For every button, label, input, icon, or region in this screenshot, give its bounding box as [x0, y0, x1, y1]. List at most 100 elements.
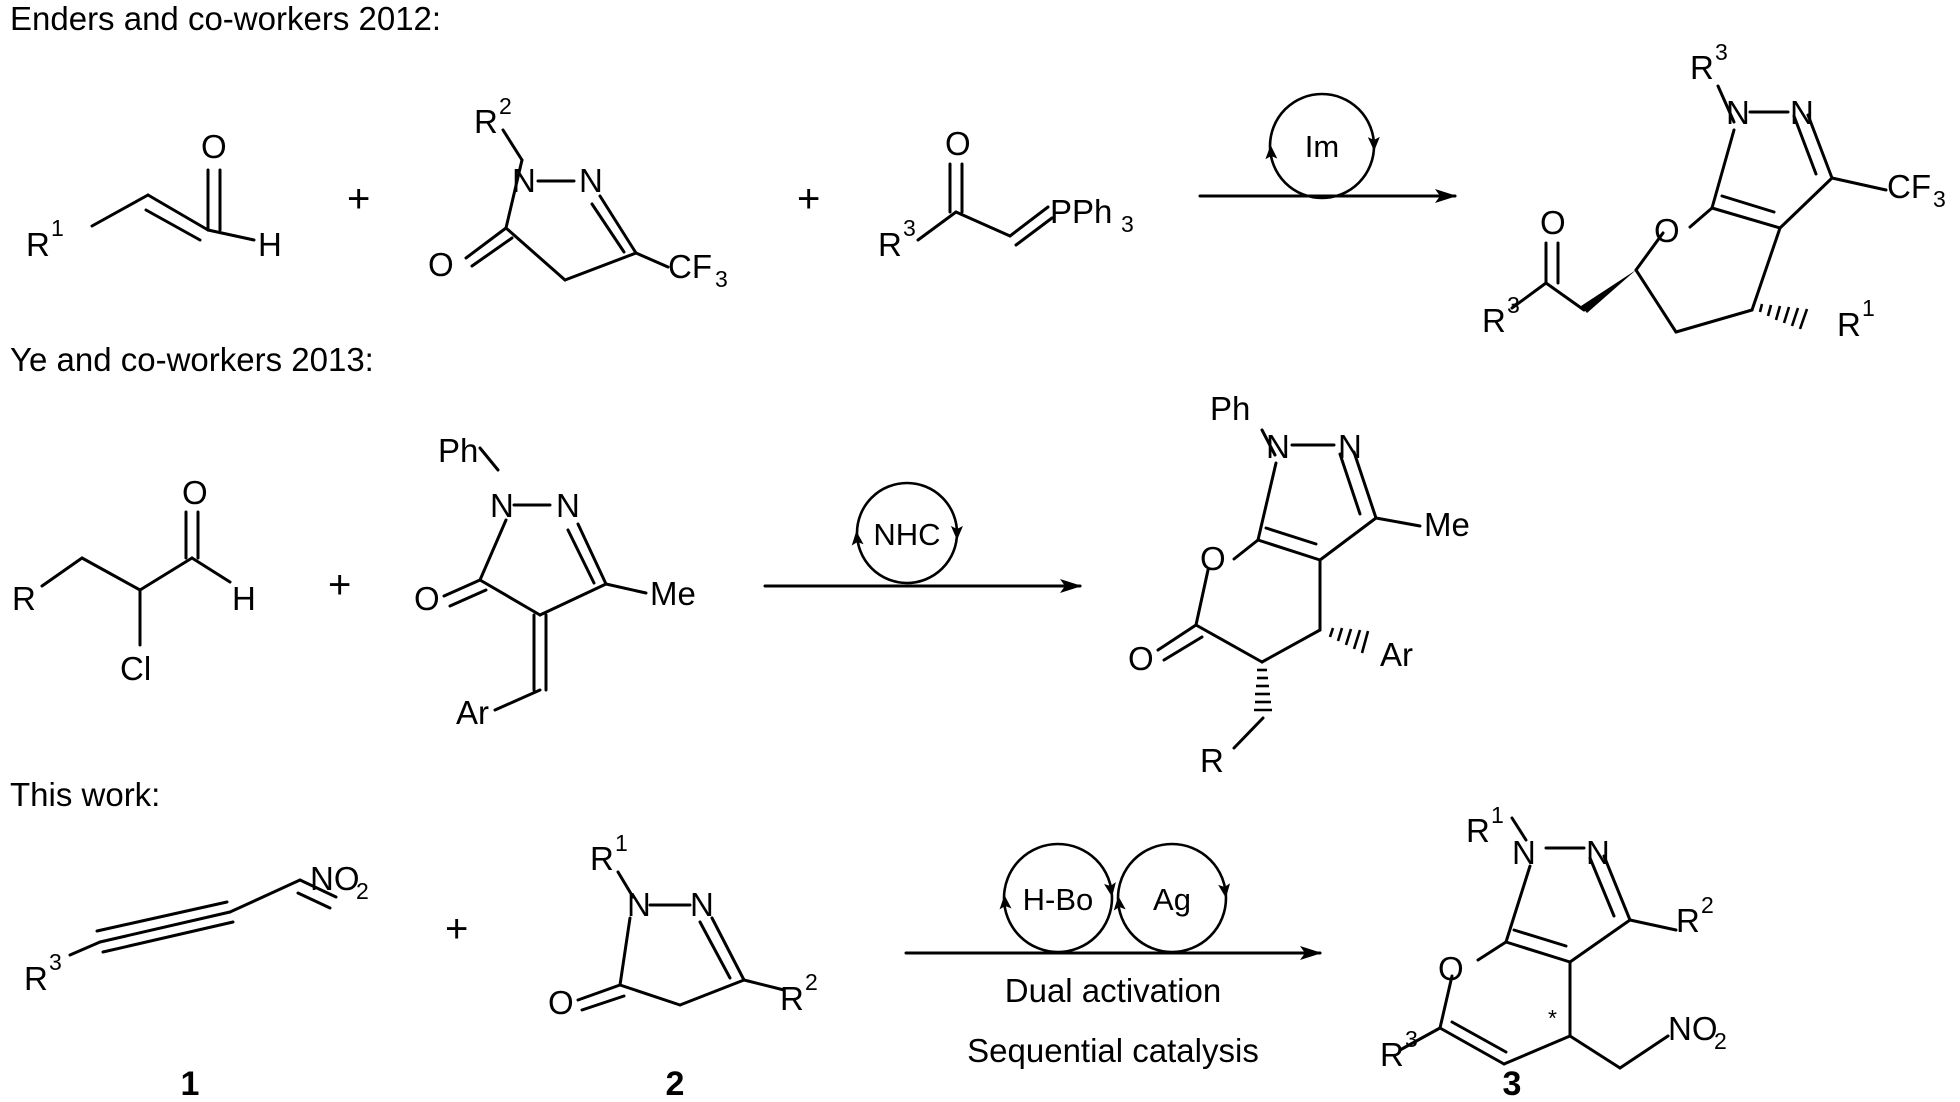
subscript: 2 [356, 878, 369, 904]
atom-o: O [182, 474, 208, 511]
superscript: 3 [903, 215, 916, 241]
superscript: 1 [615, 830, 628, 856]
atom-cf: CF [1887, 168, 1931, 205]
superscript: 3 [1405, 1026, 1418, 1052]
subscript: 3 [715, 266, 728, 292]
atom-r: R [1380, 1036, 1404, 1073]
enders-pyrazolone: R 2 N N O CF 3 [428, 93, 728, 292]
atom-r: R [474, 103, 498, 140]
superscript: 2 [499, 93, 512, 119]
atom-r: R [1200, 742, 1224, 779]
catalyst-cycle-hbo: H-Bo [999, 842, 1116, 954]
atom-o: O [414, 580, 440, 617]
compound-number-3: 3 [1503, 1065, 1522, 1102]
compound-number-1: 1 [181, 1065, 200, 1102]
atom-r: R [1837, 306, 1861, 343]
atom-ar: Ar [1380, 636, 1413, 673]
superscript: 1 [1862, 295, 1875, 321]
ye-product: Ph N N O Me Ar O R [1128, 390, 1470, 779]
atom-cl: Cl [120, 650, 151, 687]
subscript: 2 [1714, 1028, 1727, 1054]
catalyst-label: Ag [1153, 882, 1191, 917]
atom-o: O [201, 128, 227, 165]
atom-o: O [548, 984, 574, 1021]
atom-o: O [1540, 204, 1566, 241]
atom-h: H [232, 580, 256, 617]
condition-sequential-catalysis: Sequential catalysis [967, 1032, 1259, 1069]
catalyst-label: NHC [873, 517, 940, 552]
compound-1: R 3 NO 2 1 [24, 860, 369, 1102]
atom-r: R [780, 980, 804, 1017]
plus-sign: + [328, 563, 351, 607]
heading-ye: Ye and co-workers 2013: [10, 341, 374, 378]
superscript: 3 [1715, 39, 1728, 65]
atom-r: R [590, 840, 614, 877]
atom-r: R [878, 226, 902, 263]
enders-ylide: R 3 O PPh 3 [878, 125, 1134, 263]
catalyst-cycle-im: Im [1265, 92, 1380, 200]
atom-o: O [1438, 950, 1464, 987]
atom-r: R [1690, 49, 1714, 86]
plus-sign: + [347, 177, 370, 221]
enders-product: R 3 N N O CF 3 R 1 O R 3 [1482, 39, 1946, 343]
compound-2: R 1 N N O R 2 2 [548, 830, 818, 1102]
atom-r: R [24, 960, 48, 997]
atom-cf: CF [668, 248, 712, 285]
atom-r: R [1676, 902, 1700, 939]
atom-ph: Ph [1210, 390, 1250, 427]
atom-no: NO [1668, 1010, 1718, 1047]
atom-n: N [1266, 428, 1290, 465]
enders-enal: R 1 O H [26, 128, 282, 263]
atom-n: N [690, 886, 714, 923]
atom-n: N [1338, 428, 1362, 465]
atom-ar: Ar [456, 694, 489, 731]
atom-n: N [1586, 834, 1610, 871]
condition-dual-activation: Dual activation [1005, 972, 1221, 1009]
stereo-marker: * [1548, 1005, 1557, 1031]
atom-n: N [1512, 834, 1536, 871]
atom-r: R [12, 580, 36, 617]
atom-n: N [556, 487, 580, 524]
atom-n: N [1790, 94, 1814, 131]
atom-n: N [627, 886, 651, 923]
atom-h: H [258, 226, 282, 263]
atom-r: R [26, 226, 50, 263]
atom-n: N [490, 487, 514, 524]
heading-enders: Enders and co-workers 2012: [10, 0, 441, 37]
plus-sign: + [445, 907, 468, 951]
ye-pyrazolone: Ph N N O Me Ar [414, 432, 696, 731]
superscript: 3 [49, 949, 62, 975]
catalyst-cycle-ag: Ag [1113, 842, 1231, 954]
catalyst-label: H-Bo [1023, 882, 1094, 917]
atom-o: O [428, 246, 454, 283]
superscript: 1 [1491, 802, 1504, 828]
heading-this-work: This work: [10, 776, 160, 813]
atom-o: O [1654, 212, 1680, 249]
superscript: 2 [805, 969, 818, 995]
atom-n: N [512, 162, 536, 199]
ye-chloroaldehyde: R O H Cl [12, 474, 256, 687]
superscript: 2 [1701, 892, 1714, 918]
catalyst-cycle-nhc: NHC [851, 481, 963, 585]
atom-r: R [1466, 812, 1490, 849]
atom-me: Me [1424, 506, 1470, 543]
atom-n: N [579, 162, 603, 199]
atom-me: Me [650, 575, 696, 612]
subscript: 3 [1933, 186, 1946, 212]
atom-pph: PPh [1050, 193, 1112, 230]
compound-number-2: 2 [666, 1065, 685, 1102]
atom-o: O [945, 125, 971, 162]
atom-o: O [1128, 640, 1154, 677]
compound-3: R 1 N N O R 2 R 3 * NO 2 3 [1380, 802, 1727, 1102]
atom-n: N [1726, 94, 1750, 131]
atom-no: NO [310, 860, 360, 897]
atom-r: R [1482, 302, 1506, 339]
subscript: 3 [1121, 211, 1134, 237]
atom-o: O [1200, 540, 1226, 577]
catalyst-label: Im [1305, 129, 1339, 164]
atom-ph: Ph [438, 432, 478, 469]
superscript: 3 [1507, 292, 1520, 318]
superscript: 1 [51, 215, 64, 241]
plus-sign: + [797, 177, 820, 221]
